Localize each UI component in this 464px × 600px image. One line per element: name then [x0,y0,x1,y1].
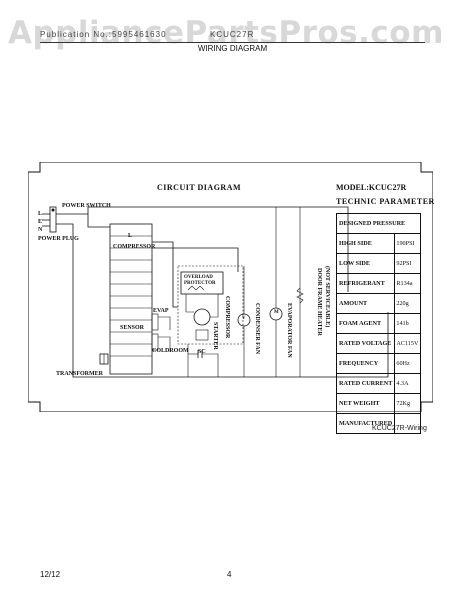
power-switch-label: POWER SWITCH [62,203,111,209]
evap-sensor [151,313,159,331]
sc-label: SC [198,349,206,355]
param-label: REFRIGERANT [335,273,396,294]
table-row: FOAM AGENT 141b [335,313,422,334]
param-value [394,413,422,434]
param-label: AMOUNT [335,293,396,314]
wire [158,336,171,352]
param-label: FREQUENCY [335,353,396,374]
wire [210,294,219,318]
page-number: 4 [227,570,232,579]
header-model: KCUC27R [210,30,255,39]
param-label: LOW SIDE [335,253,396,274]
motor-v-label: V [242,316,246,321]
sensor-label: SENSOR [120,325,145,331]
power-plug-label: POWER PLUG [38,236,79,242]
panel-l-label: L [128,233,133,239]
coldroom-label: COLDROOM [152,348,189,354]
coldroom-sensor [151,333,159,351]
publication-number: Publication No.:5995461630 [40,30,167,39]
param-label: MANUFACTURED [335,413,396,434]
control-panel [109,223,153,375]
compressor-output-label: COMPRESSOR [113,244,156,250]
table-row: MANUFACTURED [335,413,422,434]
param-label: RATED VOLTAGE [335,333,396,354]
technic-title: TECHNIC PARAMETER [336,197,435,206]
compressor-motor [193,308,211,326]
motor-m-label: M [274,310,279,315]
wire [152,241,178,308]
wire [185,294,194,313]
door-frame-heater-label: DOOR FRAME HEATER [316,268,322,336]
wire [202,353,219,377]
param-value: 60Hz [394,353,422,374]
param-value: 141b [394,313,422,334]
sheet-border [28,162,433,412]
evaporator-fan-label: EVAPORATOR FAN [286,303,292,358]
table-row: LOW SIDE 92PSI [335,253,422,274]
param-label: HIGH SIDE [335,233,396,254]
starter-label: STARTER [212,322,218,350]
compressor-label: COMPRESSOR [224,296,230,339]
footer-date: 12/12 [40,570,61,579]
table-header-cell: DESIGNED PRESSURE [335,213,422,234]
table-row: DESIGNED PRESSURE [335,213,422,234]
param-value: 92PSI [394,253,422,274]
power-switch [49,206,57,233]
diagram-id: KCUC27R-Wiring [372,425,427,432]
condenser-fan-label: CONDENSER FAN [254,303,260,355]
watermark: AppliancePartsPros.com [8,15,444,51]
table-row: RATED CURRENT 4.3A [335,373,422,394]
door-frame-heater [296,287,304,304]
param-label: FOAM AGENT [335,313,396,334]
table-row: FREQUENCY 60Hz [335,353,422,374]
table-row: HIGH SIDE 190PSI [335,233,422,254]
panel-slots [110,235,152,357]
table-row: AMOUNT 220g [335,293,422,314]
l-label: L [38,211,43,217]
evap-label: EVAP [153,308,169,314]
param-label: NET WEIGHT [335,393,396,414]
table-row: RATED VOLTAGE AC115V [335,333,422,354]
param-value: 4.3A [394,373,422,394]
compressor-box [177,265,244,345]
not-serviceable-label: (NOT SERVICEABLE) [324,266,330,328]
starter [195,329,209,341]
wire [158,316,171,330]
e-label: E [38,219,43,225]
model-label: MODEL:KCUC27R [336,183,407,192]
param-value: 220g [394,293,422,314]
header-rule [40,42,425,43]
wire [56,213,110,228]
param-value: 72Kg [394,393,422,414]
parameter-table: DESIGNED PRESSURE HIGH SIDE 190PSI LOW S… [335,213,422,434]
overload-protector-label: OVERLOAD PROTECTOR [184,275,216,286]
transformer-label: TRANSFORMER [56,371,104,377]
param-value: AC115V [394,333,422,354]
wire [152,247,239,272]
n-label: N [38,227,43,233]
param-label: RATED CURRENT [335,373,396,394]
table-row: NET WEIGHT 72Kg [335,393,422,414]
param-value: R134a [394,273,422,294]
page-title: WIRING DIAGRAM [197,44,268,53]
param-value: 190PSI [394,233,422,254]
circuit-title: CIRCUIT DIAGRAM [157,183,242,192]
table-row: REFRIGERANT R134a [335,273,422,294]
overload-protector-box [180,271,224,295]
